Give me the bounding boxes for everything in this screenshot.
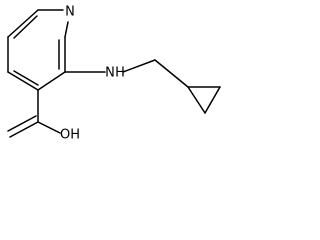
ring-nitrogen-label: N <box>65 5 75 20</box>
bond-carboxyl-c-o-double-1 <box>9 121 39 138</box>
ring-bond-c4-c3-inner <box>13 70 39 86</box>
bond-ch2-cyclopropyl <box>154 59 189 88</box>
cyclopropyl-bond-2 <box>204 86 221 114</box>
amine-hydrogen-label: H <box>115 66 125 81</box>
hydroxyl-label: OH <box>60 128 80 143</box>
bond-carboxyl-c-o-double-2 <box>7 115 37 132</box>
cyclopropyl-ring <box>187 86 221 114</box>
ring-bond-c6-c5-inner <box>13 15 38 39</box>
ring-bond-c6-c5 <box>7 9 39 38</box>
bond-carboxyl-c-oh <box>37 121 61 134</box>
ring-bond-c3-c2 <box>37 71 66 91</box>
ring-bond-n1-top <box>64 21 69 38</box>
amine-nitrogen-label: N <box>105 66 115 81</box>
chemical-structure-diagram: N N H OH <box>7 5 221 143</box>
cyclopropyl-bond-3 <box>187 86 206 114</box>
pyridine-ring <box>7 9 69 91</box>
carboxylic-acid-group <box>7 89 61 138</box>
ring-bond-c4-c3 <box>7 71 39 91</box>
bond-amine-n-ch2 <box>122 59 156 73</box>
amine-linker <box>64 59 189 88</box>
